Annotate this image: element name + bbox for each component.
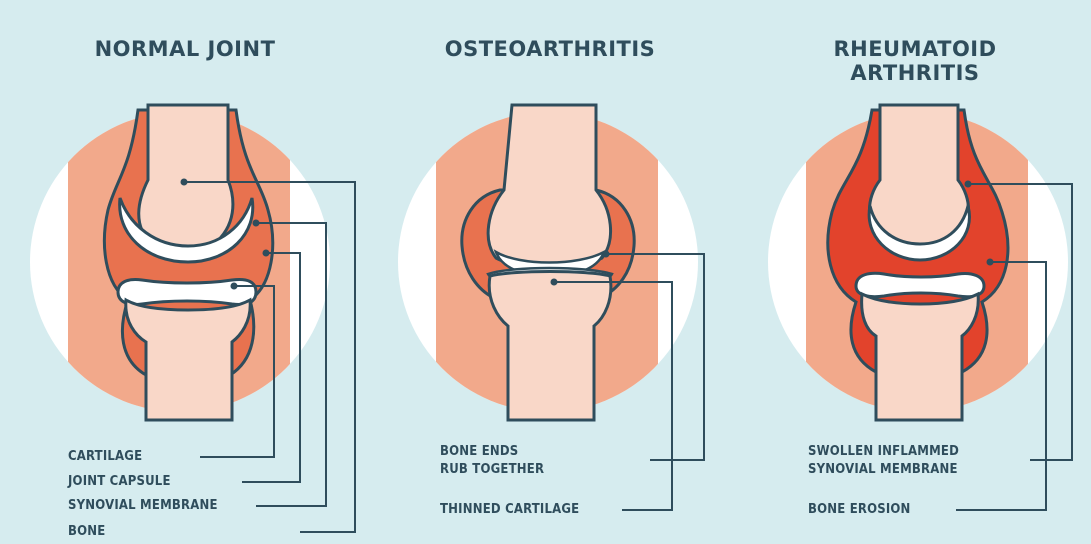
synovial-pointer-dot bbox=[253, 220, 260, 227]
joint-capsule-label: JOINT CAPSULE bbox=[68, 474, 171, 490]
thinned-cartilage-label: THINNED CARTILAGE bbox=[440, 502, 579, 518]
rheum-lower-bone bbox=[862, 294, 979, 420]
bone-ends-label-line1: BONE ENDS bbox=[440, 444, 518, 460]
swollen-membrane-label-line2: SYNOVIAL MEMBRANE bbox=[808, 462, 958, 478]
swollen-pointer-dot bbox=[965, 181, 972, 188]
bone-ends-label-line2: RUB TOGETHER bbox=[440, 462, 544, 478]
bone-pointer-dot bbox=[181, 179, 188, 186]
osteo-lower-bone bbox=[489, 272, 611, 421]
bone-ends-pointer-dot bbox=[603, 251, 610, 258]
swollen-membrane-label-line1: SWOLLEN INFLAMMED bbox=[808, 444, 959, 460]
rheum-lower-cartilage bbox=[856, 273, 984, 296]
bone-erosion-pointer-dot bbox=[987, 259, 994, 266]
normal-joint-title: NORMAL JOINT bbox=[60, 38, 310, 61]
bone-label: BONE bbox=[68, 524, 105, 540]
rheumatoid-title-line1: RHEUMATOID bbox=[800, 38, 1030, 61]
cartilage-label: CARTILAGE bbox=[68, 449, 142, 465]
rheumatoid-title-line2: ARTHRITIS bbox=[800, 62, 1030, 85]
capsule-pointer-dot bbox=[263, 250, 270, 257]
bone-erosion-label: BONE EROSION bbox=[808, 502, 911, 518]
cartilage-pointer-dot bbox=[231, 283, 238, 290]
osteoarthritis-title: OSTEOARTHRITIS bbox=[420, 38, 680, 61]
normal-joint-illustration bbox=[30, 100, 355, 532]
thinned-cartilage-pointer-dot bbox=[551, 279, 558, 286]
synovial-membrane-label: SYNOVIAL MEMBRANE bbox=[68, 498, 218, 514]
